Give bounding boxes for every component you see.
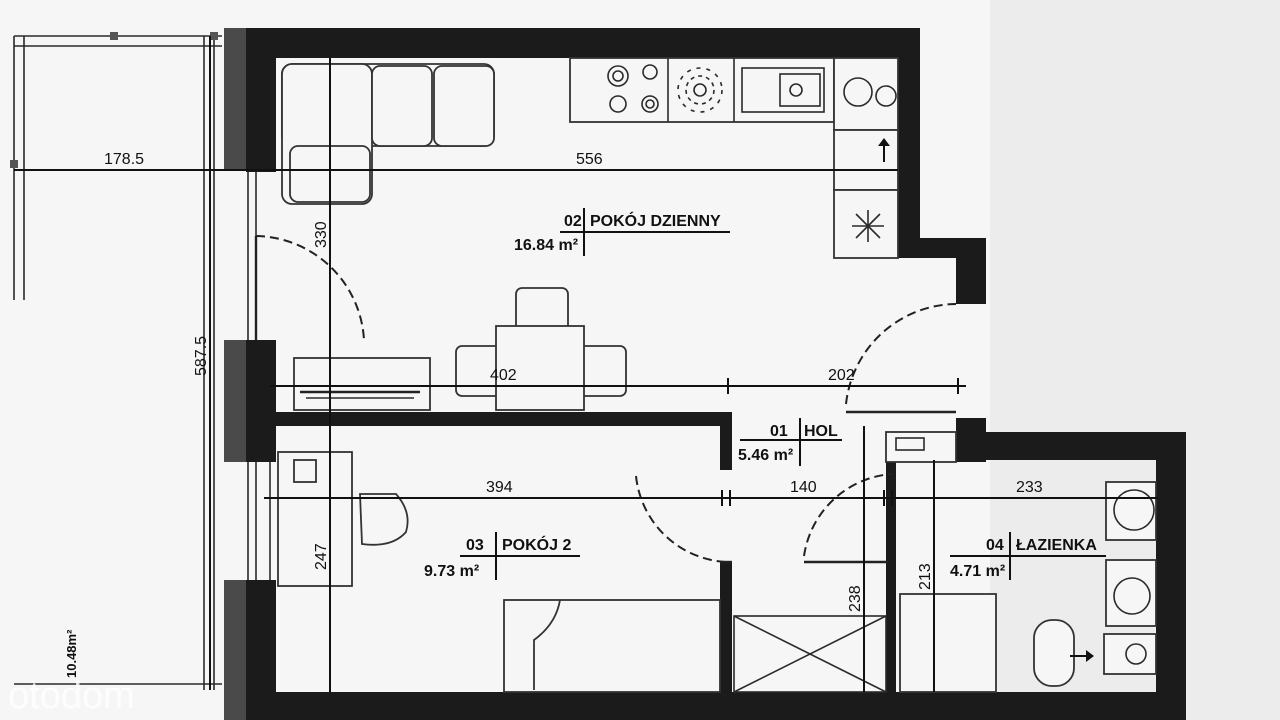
bathroom-fixtures: [885, 431, 1157, 693]
dishwasher-icon: [677, 67, 723, 113]
living-height-label: 330: [313, 221, 330, 248]
room2-width-label: 394: [486, 479, 513, 496]
balcony: [10, 32, 222, 690]
walls: [246, 28, 1186, 720]
room2-height-label: 247: [313, 543, 330, 570]
living-width-label: 556: [576, 151, 603, 168]
room2-name: POKÓJ 2: [502, 535, 571, 554]
hall-lower-label: 140: [790, 479, 817, 496]
bath-width-label: 233: [1016, 479, 1043, 496]
balcony-width-label: 178.5: [104, 151, 144, 168]
toilet-icon: [1033, 619, 1075, 687]
hall-wardrobe: [733, 615, 887, 693]
balcony-depth-label: 587.5: [193, 336, 210, 376]
bathroom-area: 4.71 m²: [950, 563, 1005, 580]
arrow-up-icon: [878, 138, 890, 162]
room2-area: 9.73 m²: [424, 563, 479, 580]
living-room-name: POKÓJ DZIENNY: [590, 211, 721, 230]
balcony-area-label: 10.48m²: [64, 629, 79, 678]
arrow-right-icon: [1070, 650, 1094, 662]
hall-number: 01: [770, 423, 788, 440]
living-room-number: 02: [564, 213, 582, 230]
bathroom-number: 04: [986, 537, 1004, 554]
bath-height-label: 213: [917, 563, 934, 590]
kitchen-counter: [569, 57, 899, 259]
fridge-icon: [852, 210, 884, 242]
living-room-area: 16.84 m²: [514, 237, 578, 254]
boiler-icon: [843, 77, 897, 107]
stove-icon: [607, 64, 659, 113]
hall-width-label: 202: [828, 367, 855, 384]
dimension-lines: [14, 36, 1158, 692]
living-lower-label: 402: [490, 367, 517, 384]
tv-cabinet: [293, 357, 431, 411]
hall-height-label: 238: [847, 585, 864, 612]
label-rules: [460, 208, 1106, 580]
doors: [254, 235, 957, 564]
sink-icon: [741, 67, 825, 113]
dining-set: [455, 287, 627, 411]
bathroom-name: ŁAZIENKA: [1016, 537, 1097, 554]
room2-number: 03: [466, 537, 484, 554]
hall-area: 5.46 m²: [738, 447, 793, 464]
hall-name: HOL: [804, 423, 838, 440]
room2-furniture: [277, 451, 721, 693]
otodom-watermark: otodom: [8, 675, 135, 717]
facade-hatching: [224, 28, 246, 720]
